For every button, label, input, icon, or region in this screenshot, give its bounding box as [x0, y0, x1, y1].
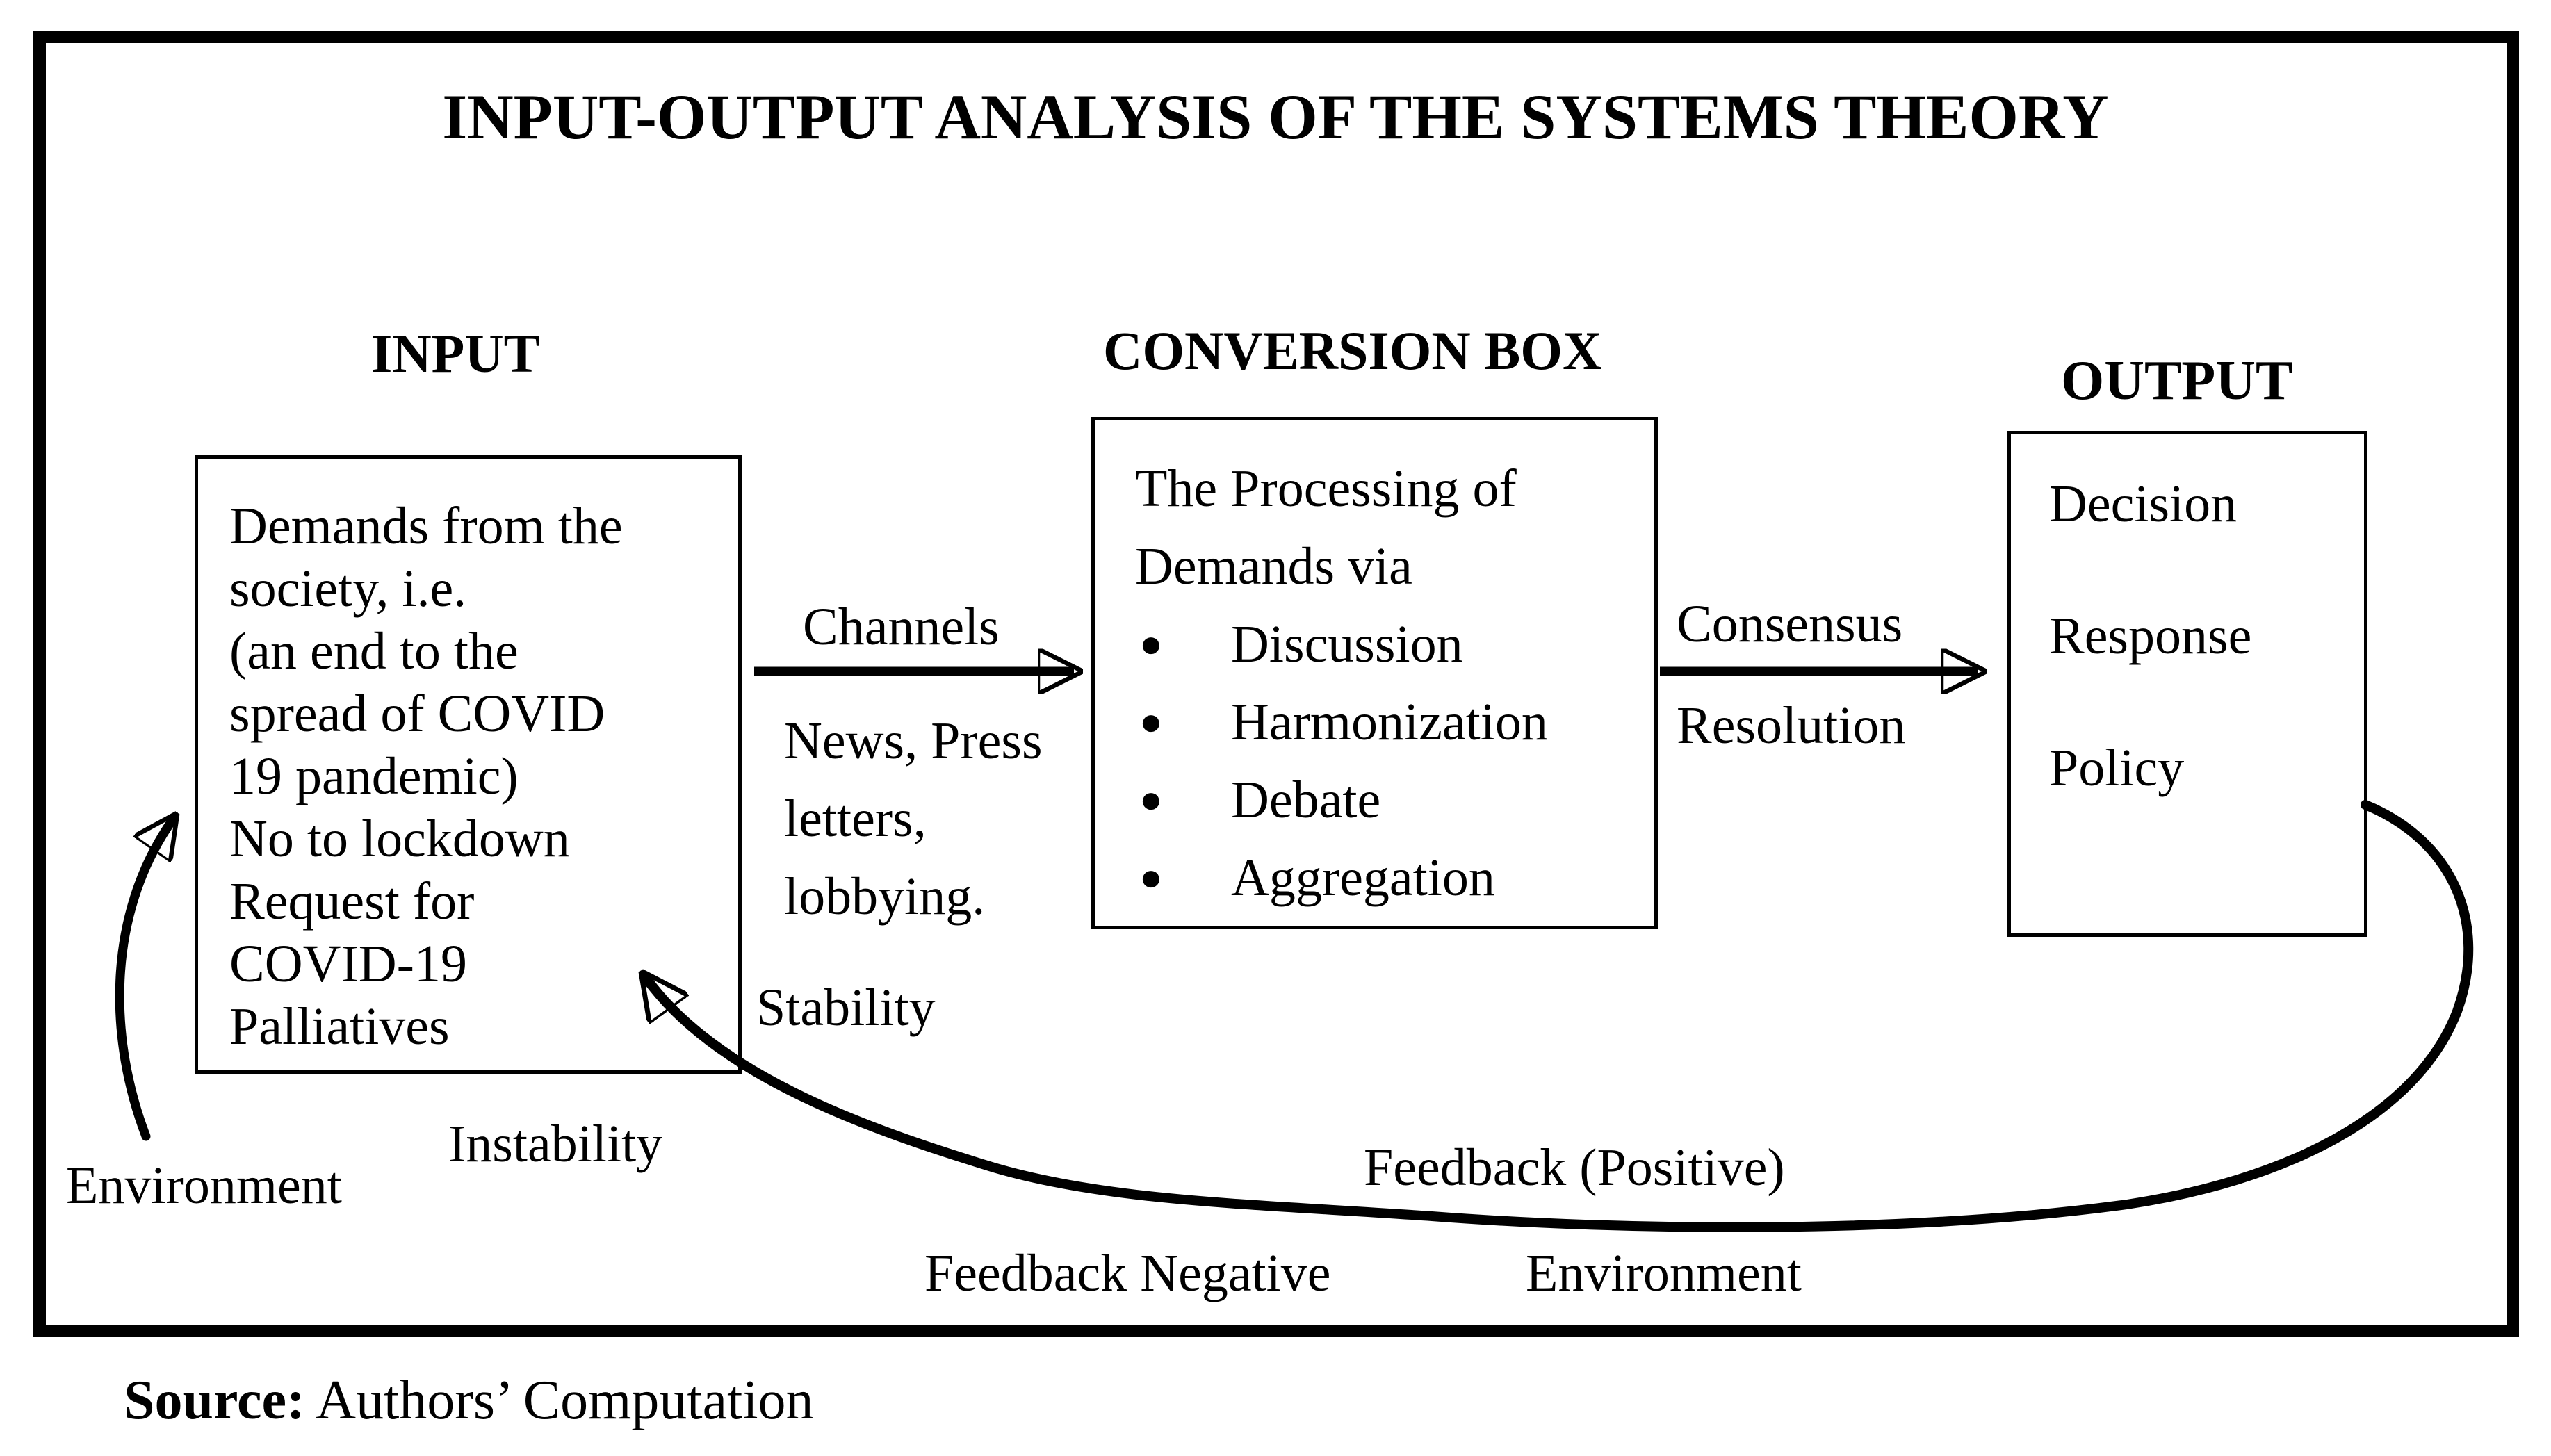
output-box-text: Decision Response Policy — [2011, 434, 2364, 834]
input-line: 19 pandemic) — [229, 747, 519, 805]
environment-bottom-label: Environment — [1526, 1244, 1802, 1302]
conversion-box-text: The Processing of Demands via ● Discussi… — [1095, 420, 1654, 917]
conversion-intro-line: The Processing of — [1135, 459, 1517, 518]
output-item: Response — [2049, 607, 2252, 665]
channels-label: Channels — [803, 598, 1000, 656]
conversion-bullet-label: Aggregation — [1231, 849, 1495, 907]
environment-left-label: Environment — [66, 1156, 342, 1215]
conversion-bullet-label: Discussion — [1231, 615, 1463, 673]
instability-label: Instability — [448, 1115, 663, 1173]
bullet-icon: ● — [1139, 623, 1163, 666]
output-item: Policy — [2049, 739, 2185, 797]
bullet-icon: ● — [1139, 778, 1163, 821]
input-line: COVID-19 — [229, 935, 467, 993]
input-line: Palliatives — [229, 997, 450, 1056]
input-header: INPUT — [371, 323, 540, 384]
input-box: Demands from the society, i.e. (an end t… — [195, 455, 742, 1074]
conversion-box: The Processing of Demands via ● Discussi… — [1091, 417, 1658, 929]
source-label: Source: — [124, 1370, 305, 1431]
page-title: INPUT-OUTPUT ANALYSIS OF THE SYSTEMS THE… — [442, 81, 2109, 152]
stability-label: Stability — [756, 979, 936, 1037]
source-caption: Source: Authors’ Computation — [124, 1373, 814, 1428]
output-item: Decision — [2049, 475, 2238, 533]
input-line: spread of COVID — [229, 685, 605, 743]
conversion-bullet-label: Debate — [1231, 771, 1381, 829]
channels-subline: lobbying. — [784, 867, 986, 926]
channels-subline: letters, — [784, 790, 927, 848]
resolution-label: Resolution — [1677, 696, 1906, 755]
conversion-box-header: CONVERSION BOX — [1103, 320, 1602, 381]
output-box: Decision Response Policy — [2007, 431, 2367, 937]
input-line: (an end to the — [229, 622, 519, 680]
input-line: Demands from the — [229, 497, 623, 555]
consensus-label: Consensus — [1677, 595, 1903, 653]
conversion-bullet-item: ● Aggregation — [1135, 839, 1647, 917]
source-text: Authors’ Computation — [304, 1370, 814, 1431]
conversion-bullet-item: ● Debate — [1135, 761, 1647, 839]
conversion-bullet-item: ● Discussion — [1135, 605, 1647, 683]
bullet-icon: ● — [1139, 701, 1163, 744]
input-box-text: Demands from the society, i.e. (an end t… — [198, 459, 738, 1058]
feedback-positive-label: Feedback (Positive) — [1364, 1138, 1785, 1197]
input-line: Request for — [229, 872, 475, 931]
conversion-bullet-item: ● Harmonization — [1135, 683, 1647, 761]
conversion-intro-line: Demands via — [1135, 537, 1412, 596]
input-line: society, i.e. — [229, 559, 467, 618]
conversion-bullet-label: Harmonization — [1231, 693, 1548, 751]
bullet-icon: ● — [1139, 856, 1163, 899]
channels-sublabel: News, Press letters, lobbying. — [784, 702, 1043, 935]
feedback-negative-label: Feedback Negative — [924, 1244, 1331, 1302]
channels-subline: News, Press — [784, 712, 1043, 770]
input-line: No to lockdown — [229, 810, 570, 868]
output-header: OUTPUT — [2061, 350, 2293, 411]
